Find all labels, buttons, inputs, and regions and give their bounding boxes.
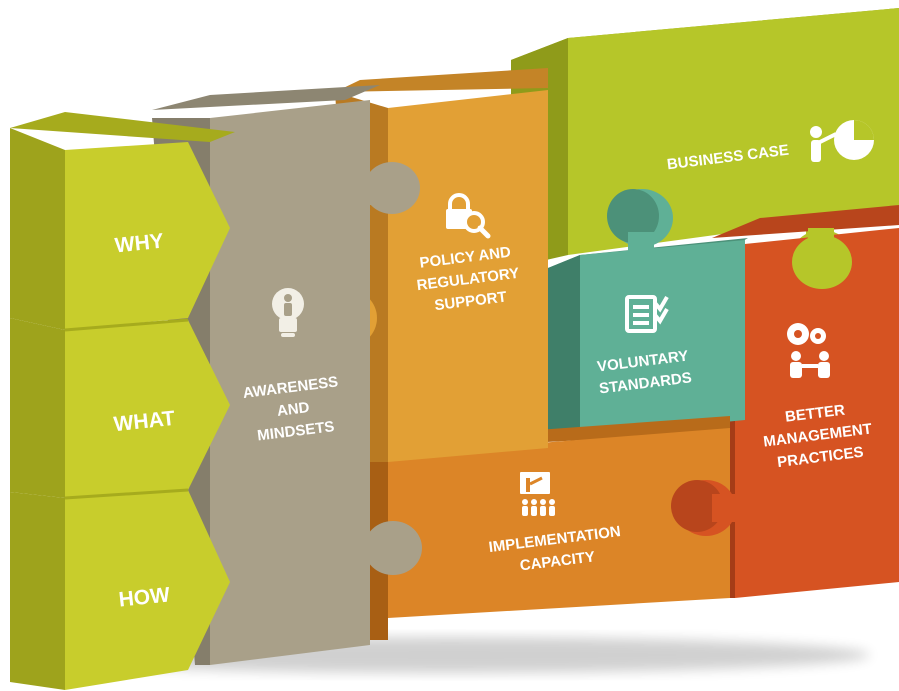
presenter-pie-chart-icon <box>810 120 874 162</box>
how-arrow <box>10 490 230 690</box>
awareness-line-2: AND <box>276 399 310 420</box>
padlock-magnifier-icon <box>446 193 491 239</box>
training-class-icon <box>520 472 555 516</box>
row-label-how: HOW <box>118 583 172 611</box>
row-label-why: WHY <box>114 230 165 258</box>
gears-team-icon <box>787 323 830 378</box>
lightbulb-person-icon <box>272 288 304 337</box>
row-arrows <box>10 112 235 690</box>
voluntary-standards-block <box>548 189 748 436</box>
why-arrow <box>10 112 235 330</box>
checklist-icon <box>625 295 669 333</box>
what-arrow <box>10 318 230 498</box>
row-labels: WHY WHAT HOW <box>113 230 177 612</box>
